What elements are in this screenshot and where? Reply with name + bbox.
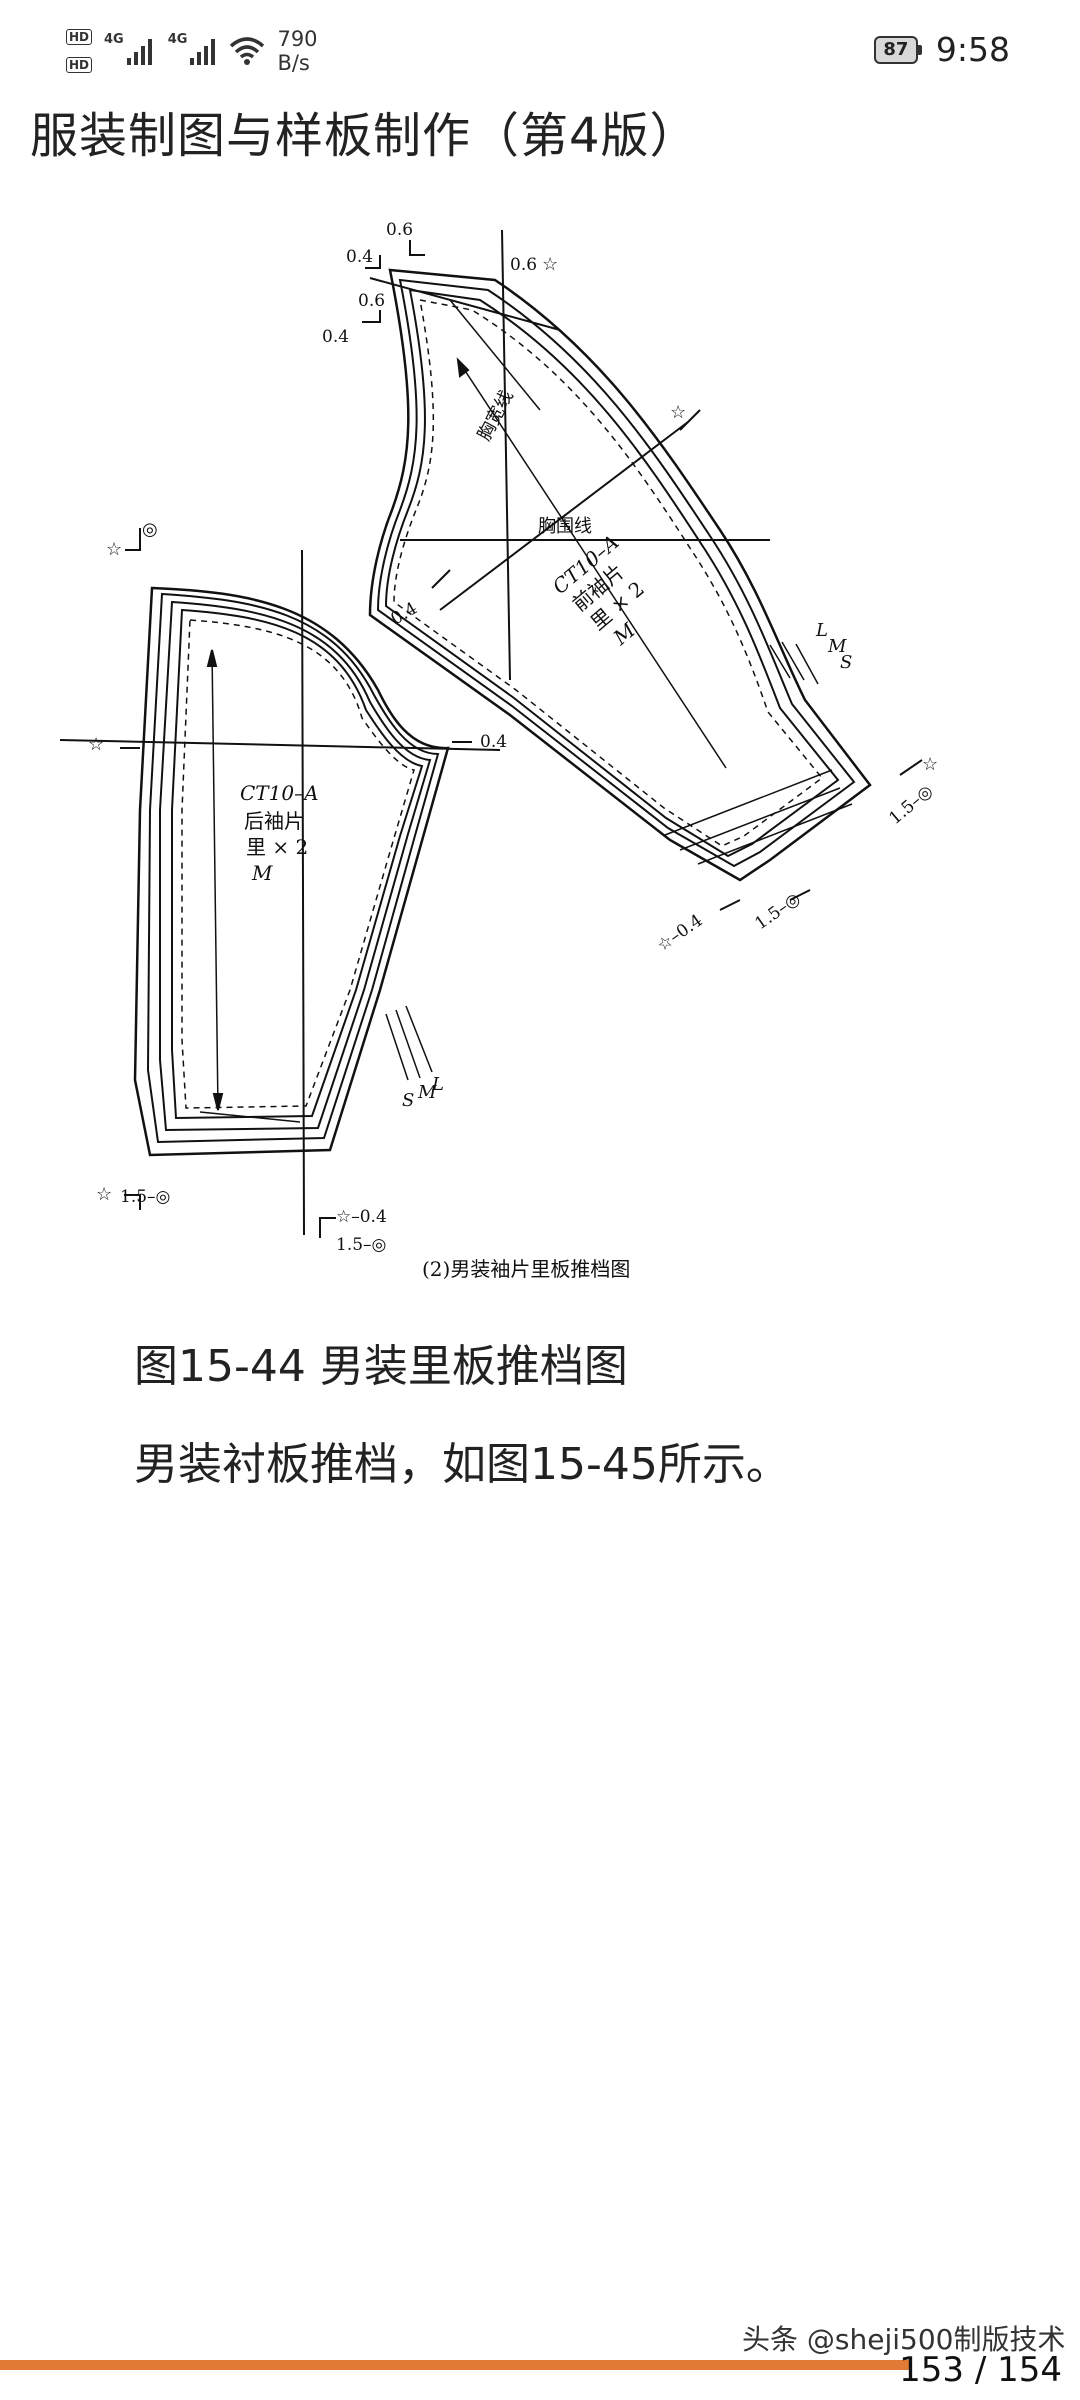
hd-badge-1: HD	[66, 29, 93, 45]
mark-0-4-f: ☆–0.4	[336, 1207, 387, 1227]
size-label-m: M	[417, 1082, 437, 1103]
size-label-s: S	[840, 652, 852, 673]
star-symbol: ☆	[922, 754, 938, 775]
watermark: 头条 @sheji500制版技术	[742, 2323, 1066, 2356]
mark-1-5-d: 1.5–◎	[336, 1235, 386, 1255]
size-label-l: L	[815, 620, 828, 641]
page-number: 153 / 154	[899, 2350, 1062, 2390]
network-type-2: 4G	[167, 32, 188, 47]
speed-value: 790	[277, 27, 318, 51]
status-right: 87 9:58	[873, 30, 1010, 69]
network-speed: 790 B/s	[277, 27, 317, 75]
reading-progress-bar[interactable]	[0, 2360, 910, 2370]
chest-line-label: 胸围线	[538, 516, 592, 537]
status-left: HD HD 4G 4G 790 B/s	[66, 26, 318, 76]
body-paragraph: 男装衬板推档，如图15-45所示。	[134, 1439, 790, 1490]
mark-0-4-g: ☆–0.4	[653, 911, 706, 957]
mark-1-5-c: 1.5–◎	[120, 1187, 170, 1207]
star-symbol: ☆	[542, 254, 558, 275]
clock: 9:58	[935, 30, 1010, 69]
star-symbol: ☆	[96, 1184, 112, 1205]
hd-badges: HD HD	[66, 29, 93, 73]
signal-icon-2	[190, 39, 216, 65]
mark-0-4-b: 0.4	[322, 327, 349, 347]
star-symbol: ☆	[106, 539, 122, 560]
figure-sub-caption: (2)男装袖片里板推档图	[422, 1257, 630, 1281]
back-sleeve-code: CT10–A	[240, 781, 319, 805]
mark-0-6-b: 0.6	[358, 291, 385, 311]
size-label-m: M	[827, 636, 847, 657]
status-bar: HD HD 4G 4G 790 B/s 87 9:58	[0, 0, 1080, 96]
back-sleeve-name: 后袖片	[244, 809, 304, 833]
mark-1-5-b: 1.5–◎	[751, 889, 804, 934]
mark-0-4-d: 0.4	[388, 598, 421, 629]
signal-icon-1	[126, 39, 152, 65]
back-sleeve-count: 里 × 2	[246, 835, 308, 859]
wifi-icon	[230, 37, 265, 65]
star-symbol: ☆	[88, 734, 104, 755]
book-title: 服装制图与样板制作（第4版）	[30, 108, 699, 164]
sleeve-lining-grading-figure: CT10–A 后袖片 里 × 2 M CT10–A 前袖片 里 × 2 M 胸宽…	[40, 210, 1040, 1290]
circle-symbol: ◎	[142, 519, 158, 540]
network-type-1: 4G	[104, 32, 124, 47]
back-sleeve-size: M	[251, 861, 273, 885]
mark-0-4-e: 0.4	[480, 732, 507, 752]
size-label-s: S	[402, 1090, 414, 1111]
speed-unit: B/s	[277, 51, 310, 75]
mark-0-4-a: 0.4	[346, 247, 373, 267]
size-label-l: L	[431, 1074, 444, 1095]
hd-badge-2: HD	[66, 57, 93, 73]
star-symbol: ☆	[670, 402, 686, 423]
mark-1-5-a: 1.5–◎	[885, 781, 936, 829]
battery-level: 87	[883, 39, 909, 60]
pattern-drawing: CT10–A 后袖片 里 × 2 M CT10–A 前袖片 里 × 2 M 胸宽…	[59, 220, 938, 1281]
figure-caption: 图15-44 男装里板推档图	[134, 1341, 628, 1392]
battery-icon: 87	[873, 35, 922, 64]
mark-0-6-c: 0.6	[510, 255, 537, 275]
mark-0-6-a: 0.6	[386, 220, 413, 240]
